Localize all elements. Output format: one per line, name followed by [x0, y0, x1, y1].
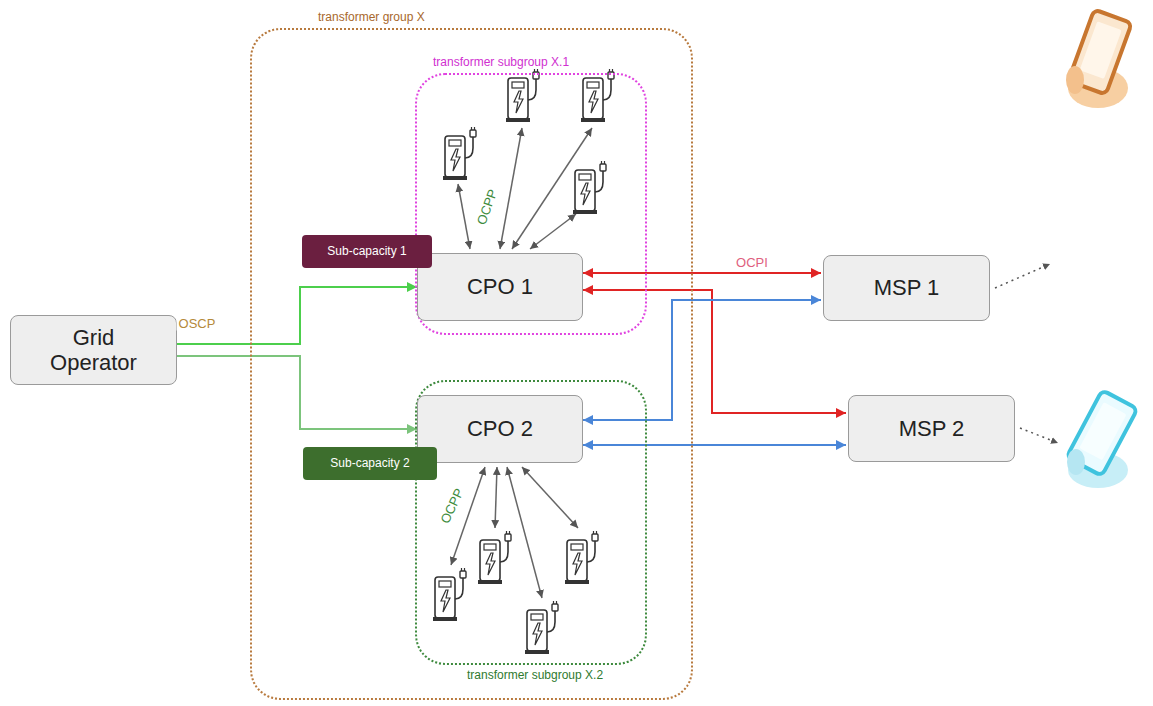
transformer-subgroup: transformer subgroup X.1CPO 1 [415, 73, 647, 335]
ocpp-wire [495, 467, 497, 528]
ocpp-wire [500, 128, 522, 249]
capacity-tag: Sub-capacity 1 [302, 235, 432, 268]
protocol-label: OCPI [734, 255, 770, 270]
transformer-group: transformer group Xtransformer subgroup … [250, 28, 693, 700]
connector [177, 356, 417, 429]
ocpp-wires [451, 128, 592, 598]
protocol-label: OCPP [437, 484, 468, 527]
cpo-box: CPO 2 [417, 395, 583, 463]
charger-icon [478, 531, 511, 584]
box-label: MSP 1 [874, 275, 940, 300]
connector [583, 300, 821, 420]
connector [583, 272, 821, 274]
charger-icon [565, 531, 598, 584]
msp-box: MSP 2 [848, 395, 1015, 462]
box-label: Sub-capacity 2 [330, 457, 409, 471]
charger-icon [573, 161, 606, 214]
phone-orange [1066, 9, 1132, 108]
charger-icon [525, 601, 558, 654]
ocpp-wire [530, 214, 576, 249]
ocpp-wire [522, 467, 578, 528]
box-label: Sub-capacity 1 [327, 245, 406, 259]
protocol-label: OSCP [177, 316, 218, 331]
charger-icon [506, 69, 539, 122]
charger-icon [433, 568, 466, 621]
charger-icon [581, 69, 614, 122]
box-label: CPO 2 [467, 416, 533, 441]
capacity-tag: Sub-capacity 2 [303, 447, 437, 480]
protocol-label: OCPP [473, 185, 501, 229]
ocpp-wire [458, 184, 470, 249]
group-heading: transformer group X [318, 11, 425, 25]
grid-operator-box: Grid Operator [10, 315, 177, 385]
group-heading: transformer subgroup X.1 [433, 56, 569, 70]
connector [583, 444, 846, 446]
app-link [1020, 428, 1058, 443]
box-label: Grid Operator [38, 325, 150, 376]
connector [583, 290, 846, 413]
app-link [995, 264, 1050, 288]
phone-cyan [1067, 390, 1138, 488]
group-heading: transformer subgroup X.2 [467, 669, 603, 683]
msp-box: MSP 1 [823, 255, 990, 321]
cpo-box: CPO 1 [417, 253, 583, 321]
ocpp-wire [507, 467, 542, 598]
connector [177, 287, 417, 344]
box-label: CPO 1 [467, 274, 533, 299]
box-label: MSP 2 [899, 416, 965, 441]
charger-icon [443, 127, 476, 180]
